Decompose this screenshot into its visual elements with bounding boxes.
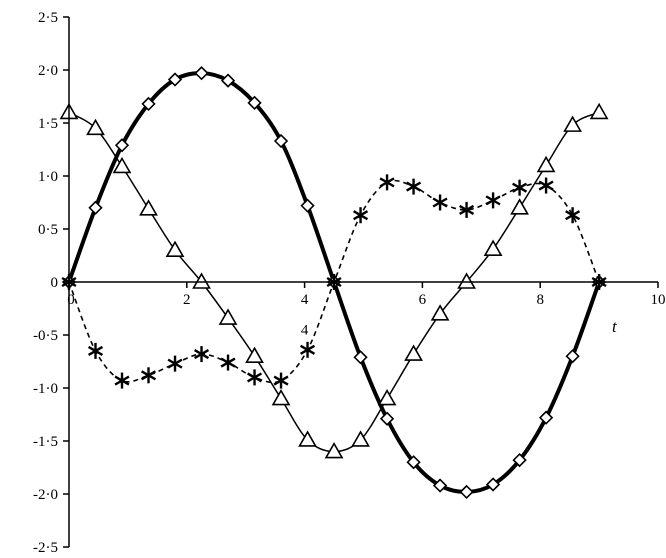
triangle-marker <box>271 388 291 406</box>
diamond-marker <box>485 477 501 492</box>
asterisk-marker <box>273 372 289 389</box>
diamond-marker <box>406 455 421 470</box>
asterisk-marker <box>300 341 316 358</box>
y-tick-label: 1·0 <box>38 169 58 185</box>
asterisk-stroke <box>247 372 263 383</box>
triangle-marker <box>324 441 344 459</box>
diamond-marker <box>353 350 368 365</box>
asterisk-marker <box>565 207 581 224</box>
triangle-marker <box>218 308 238 325</box>
asterisk-stroke <box>538 180 554 191</box>
diamond-marker <box>194 66 209 81</box>
diamond-marker <box>88 200 103 215</box>
diamond-marker <box>432 478 448 493</box>
diamond-marker <box>247 95 262 110</box>
y-tick-label: 2·5 <box>38 10 58 26</box>
asterisk-marker <box>379 174 395 191</box>
asterisk-stroke <box>459 204 475 215</box>
asterisk-marker <box>538 177 554 194</box>
x-tick-label: 0 <box>67 292 75 308</box>
asterisk-marker <box>485 192 501 209</box>
y-tick-label: 2·0 <box>38 63 58 79</box>
triangle-marker <box>192 272 211 289</box>
asterisk-marker <box>140 367 157 384</box>
diamond-marker <box>141 96 156 112</box>
tick-labels: 2·5 2·0 1·5 1·0 0·5 0 -0·5 -1·0 -1·5 -2·0 -2·5 0 2 4 6… <box>33 10 666 556</box>
triangle-marker <box>377 388 397 406</box>
asterisk-marker <box>512 179 528 196</box>
asterisk-stroke <box>353 210 369 221</box>
triangle-marker <box>165 240 185 258</box>
asterisk-stroke <box>220 357 236 368</box>
diamond-marker <box>220 73 236 88</box>
x-axis-label: t <box>612 317 618 336</box>
triangle-marker <box>483 239 503 256</box>
asterisk-stroke <box>273 375 289 386</box>
x-tick-label: 6 <box>419 292 427 308</box>
asterisk-marker <box>220 354 236 371</box>
triangle-marker <box>404 344 423 361</box>
x-tick-label: 8 <box>536 292 544 308</box>
asterisk-stroke <box>140 370 157 381</box>
triangle-marker <box>457 272 476 289</box>
y-tick-label: -1·5 <box>33 434 58 450</box>
diamond-marker <box>379 411 395 426</box>
asterisk-marker <box>432 194 448 211</box>
asterisk-stroke <box>193 349 210 360</box>
triangle-marker <box>351 430 370 447</box>
y-tick-label: 0 <box>51 275 59 291</box>
asterisk-stroke <box>87 345 104 356</box>
asterisk-stroke <box>167 358 183 369</box>
axes <box>63 16 659 548</box>
asterisk-stroke <box>432 197 448 208</box>
y-tick-label: 0·5 <box>38 222 58 238</box>
triangle-marker <box>139 199 158 216</box>
triangle-marker <box>563 115 582 132</box>
y-tick-label: -1·0 <box>33 381 58 397</box>
asterisk-stroke <box>565 210 581 221</box>
asterisk-marker <box>167 355 183 372</box>
triangle-marker <box>430 304 450 321</box>
diamond-marker <box>512 452 527 468</box>
asterisk-marker <box>247 369 263 386</box>
asterisk-marker <box>406 178 422 195</box>
diamond-marker <box>114 138 130 153</box>
asterisk-marker <box>193 346 210 363</box>
triangle-marker <box>298 430 317 447</box>
x-tick-label: 2 <box>183 292 191 308</box>
y-tick-label: 1·5 <box>38 116 58 132</box>
x-tick-label: 4 <box>301 292 309 308</box>
triangle-marker <box>589 102 609 120</box>
asterisk-marker <box>353 207 369 224</box>
diamond-marker <box>565 349 580 364</box>
diamond-marker <box>273 133 289 149</box>
y-tick-label: -2·5 <box>33 540 58 556</box>
x-tick-label: 10 <box>651 292 666 308</box>
diamond-marker <box>167 72 183 87</box>
triangle-marker <box>86 118 105 136</box>
triangle-marker <box>510 198 529 215</box>
annotation-label: 4 <box>301 323 309 339</box>
asterisk-stroke <box>406 181 422 192</box>
y-tick-label: -0·5 <box>33 328 58 344</box>
triangle-marker <box>536 155 556 173</box>
y-tick-label: -2·0 <box>33 487 58 503</box>
asterisk-stroke <box>512 182 528 193</box>
asterisk-marker <box>87 342 104 359</box>
diamond-marker <box>300 198 315 213</box>
asterisk-stroke <box>114 375 130 386</box>
diamond-marker <box>538 410 554 425</box>
asterisk-marker <box>459 201 475 218</box>
asterisk-stroke <box>379 177 395 188</box>
diamond-marker <box>459 484 474 500</box>
asterisk-stroke <box>485 195 501 206</box>
asterisk-marker <box>114 372 130 389</box>
triangle-marker <box>245 346 264 364</box>
triangle-marker <box>112 156 132 174</box>
asterisk-stroke <box>300 344 316 355</box>
